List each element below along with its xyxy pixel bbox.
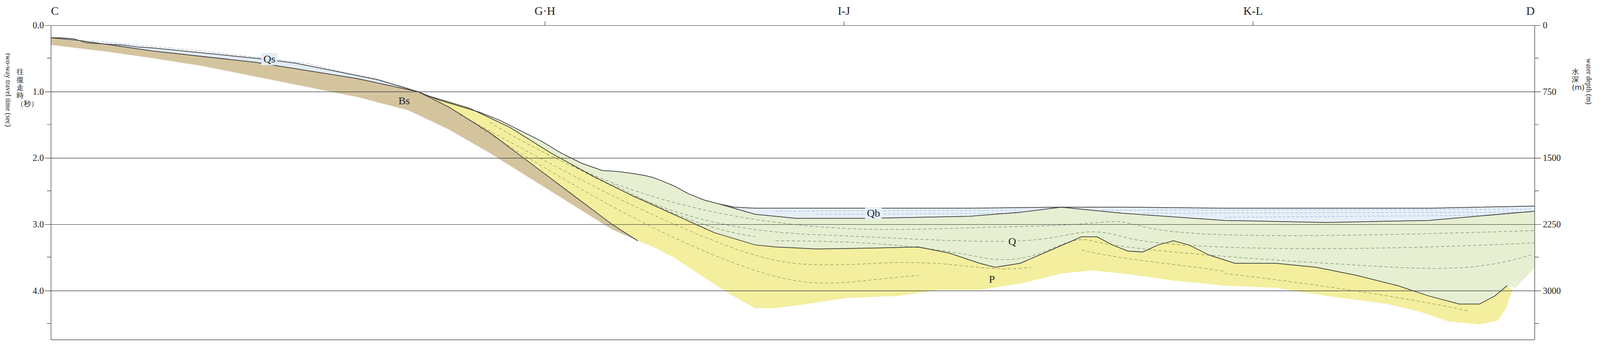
section-letter: G·H (534, 4, 556, 18)
q-reflectors (489, 122, 1535, 269)
qb-unit (719, 203, 1535, 223)
depth-value: 1500 (1542, 152, 1561, 164)
unit-label: 水深 (m) (1571, 67, 1579, 92)
frame-grid (44, 21, 1541, 340)
axis-title: 往復走時（秒） (16, 67, 24, 108)
section-letter: I-J (837, 4, 850, 18)
time-value: 0.0 (32, 20, 45, 31)
depth-value: 3000 (1542, 285, 1561, 297)
unit-label: P (986, 273, 997, 286)
section-letter: K-L (1243, 4, 1263, 18)
unit-label: Qb (865, 207, 882, 220)
unit-label: Qs (261, 53, 278, 66)
section-letter: D (1526, 4, 1535, 18)
bs-unit (51, 37, 638, 241)
depth-value: 0 (1542, 20, 1548, 31)
depth-value: 2250 (1542, 219, 1561, 230)
time-value: 4.0 (32, 285, 45, 297)
qs-unit (51, 37, 419, 92)
axis-title: two-way travel time (sec) (4, 53, 13, 127)
p-reflectors (459, 114, 1470, 311)
time-value: 3.0 (32, 219, 45, 230)
time-value: 2.0 (32, 152, 45, 164)
unit-label: Bs (396, 94, 412, 108)
unit-label: Q (1006, 235, 1018, 248)
section-letter: C (51, 4, 59, 18)
depth-value: 750 (1542, 86, 1557, 98)
water-reflectors (91, 40, 1531, 218)
time-value: 1.0 (32, 86, 45, 98)
boundaries (51, 37, 1535, 305)
unit-label: water depth (m) (1584, 58, 1593, 105)
